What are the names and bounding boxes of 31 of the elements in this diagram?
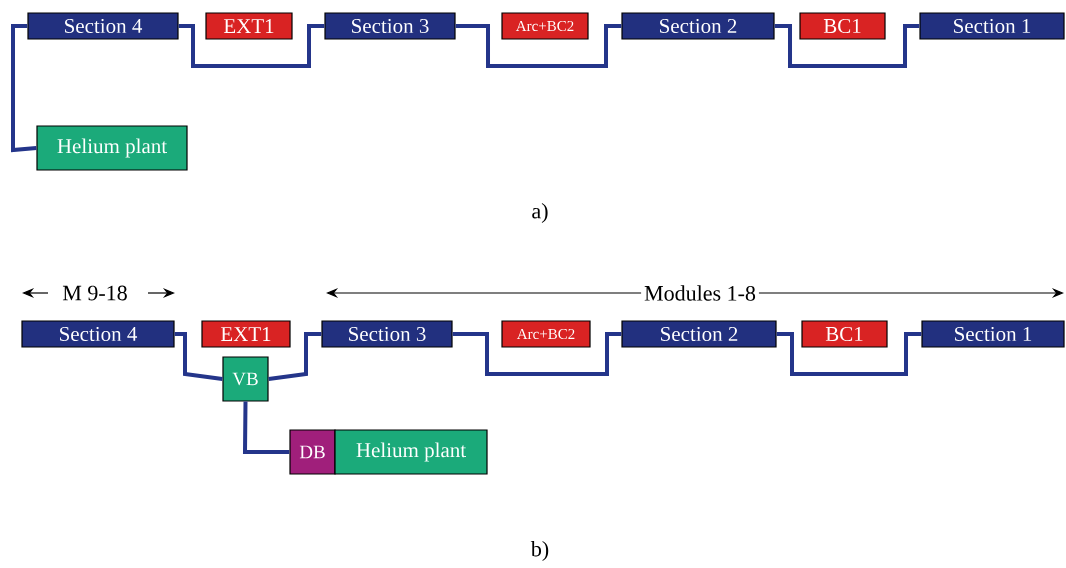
- plant-box: Helium plant: [36, 125, 188, 171]
- pipe-line: [452, 332, 622, 376]
- component-box: Arc+BC2: [501, 320, 591, 348]
- section-box: Section 1: [919, 12, 1065, 40]
- section-box: Section 2: [621, 320, 777, 348]
- section-box: Section 3: [321, 320, 453, 348]
- section-box: Section 4: [27, 12, 179, 40]
- pipe-line: [776, 332, 922, 376]
- component-box: BC1: [799, 12, 886, 40]
- pipe-line: [174, 332, 223, 381]
- dimension-label: M 9-18: [59, 282, 131, 304]
- component-box: Arc+BC2: [501, 12, 589, 40]
- distribution-box: DB: [289, 429, 336, 475]
- plant-box: Helium plant: [334, 429, 488, 475]
- section-box: Section 3: [324, 12, 456, 40]
- section-box: Section 1: [921, 320, 1065, 348]
- component-box: EXT1: [201, 320, 291, 348]
- panel-label: b): [527, 538, 553, 564]
- pipe-line: [178, 24, 325, 68]
- valve-box: VB: [222, 356, 269, 402]
- pipe-line: [268, 332, 322, 381]
- pipe-line: [774, 24, 920, 68]
- component-box: EXT1: [205, 12, 293, 40]
- section-box: Section 4: [21, 320, 175, 348]
- component-box: BC1: [801, 320, 888, 348]
- panel-label: a): [528, 200, 552, 226]
- pipe-line: [11, 24, 37, 153]
- dimension-label: Modules 1-8: [641, 282, 759, 304]
- pipe-line: [455, 24, 622, 68]
- pipe-line: [243, 401, 290, 454]
- section-box: Section 2: [621, 12, 775, 40]
